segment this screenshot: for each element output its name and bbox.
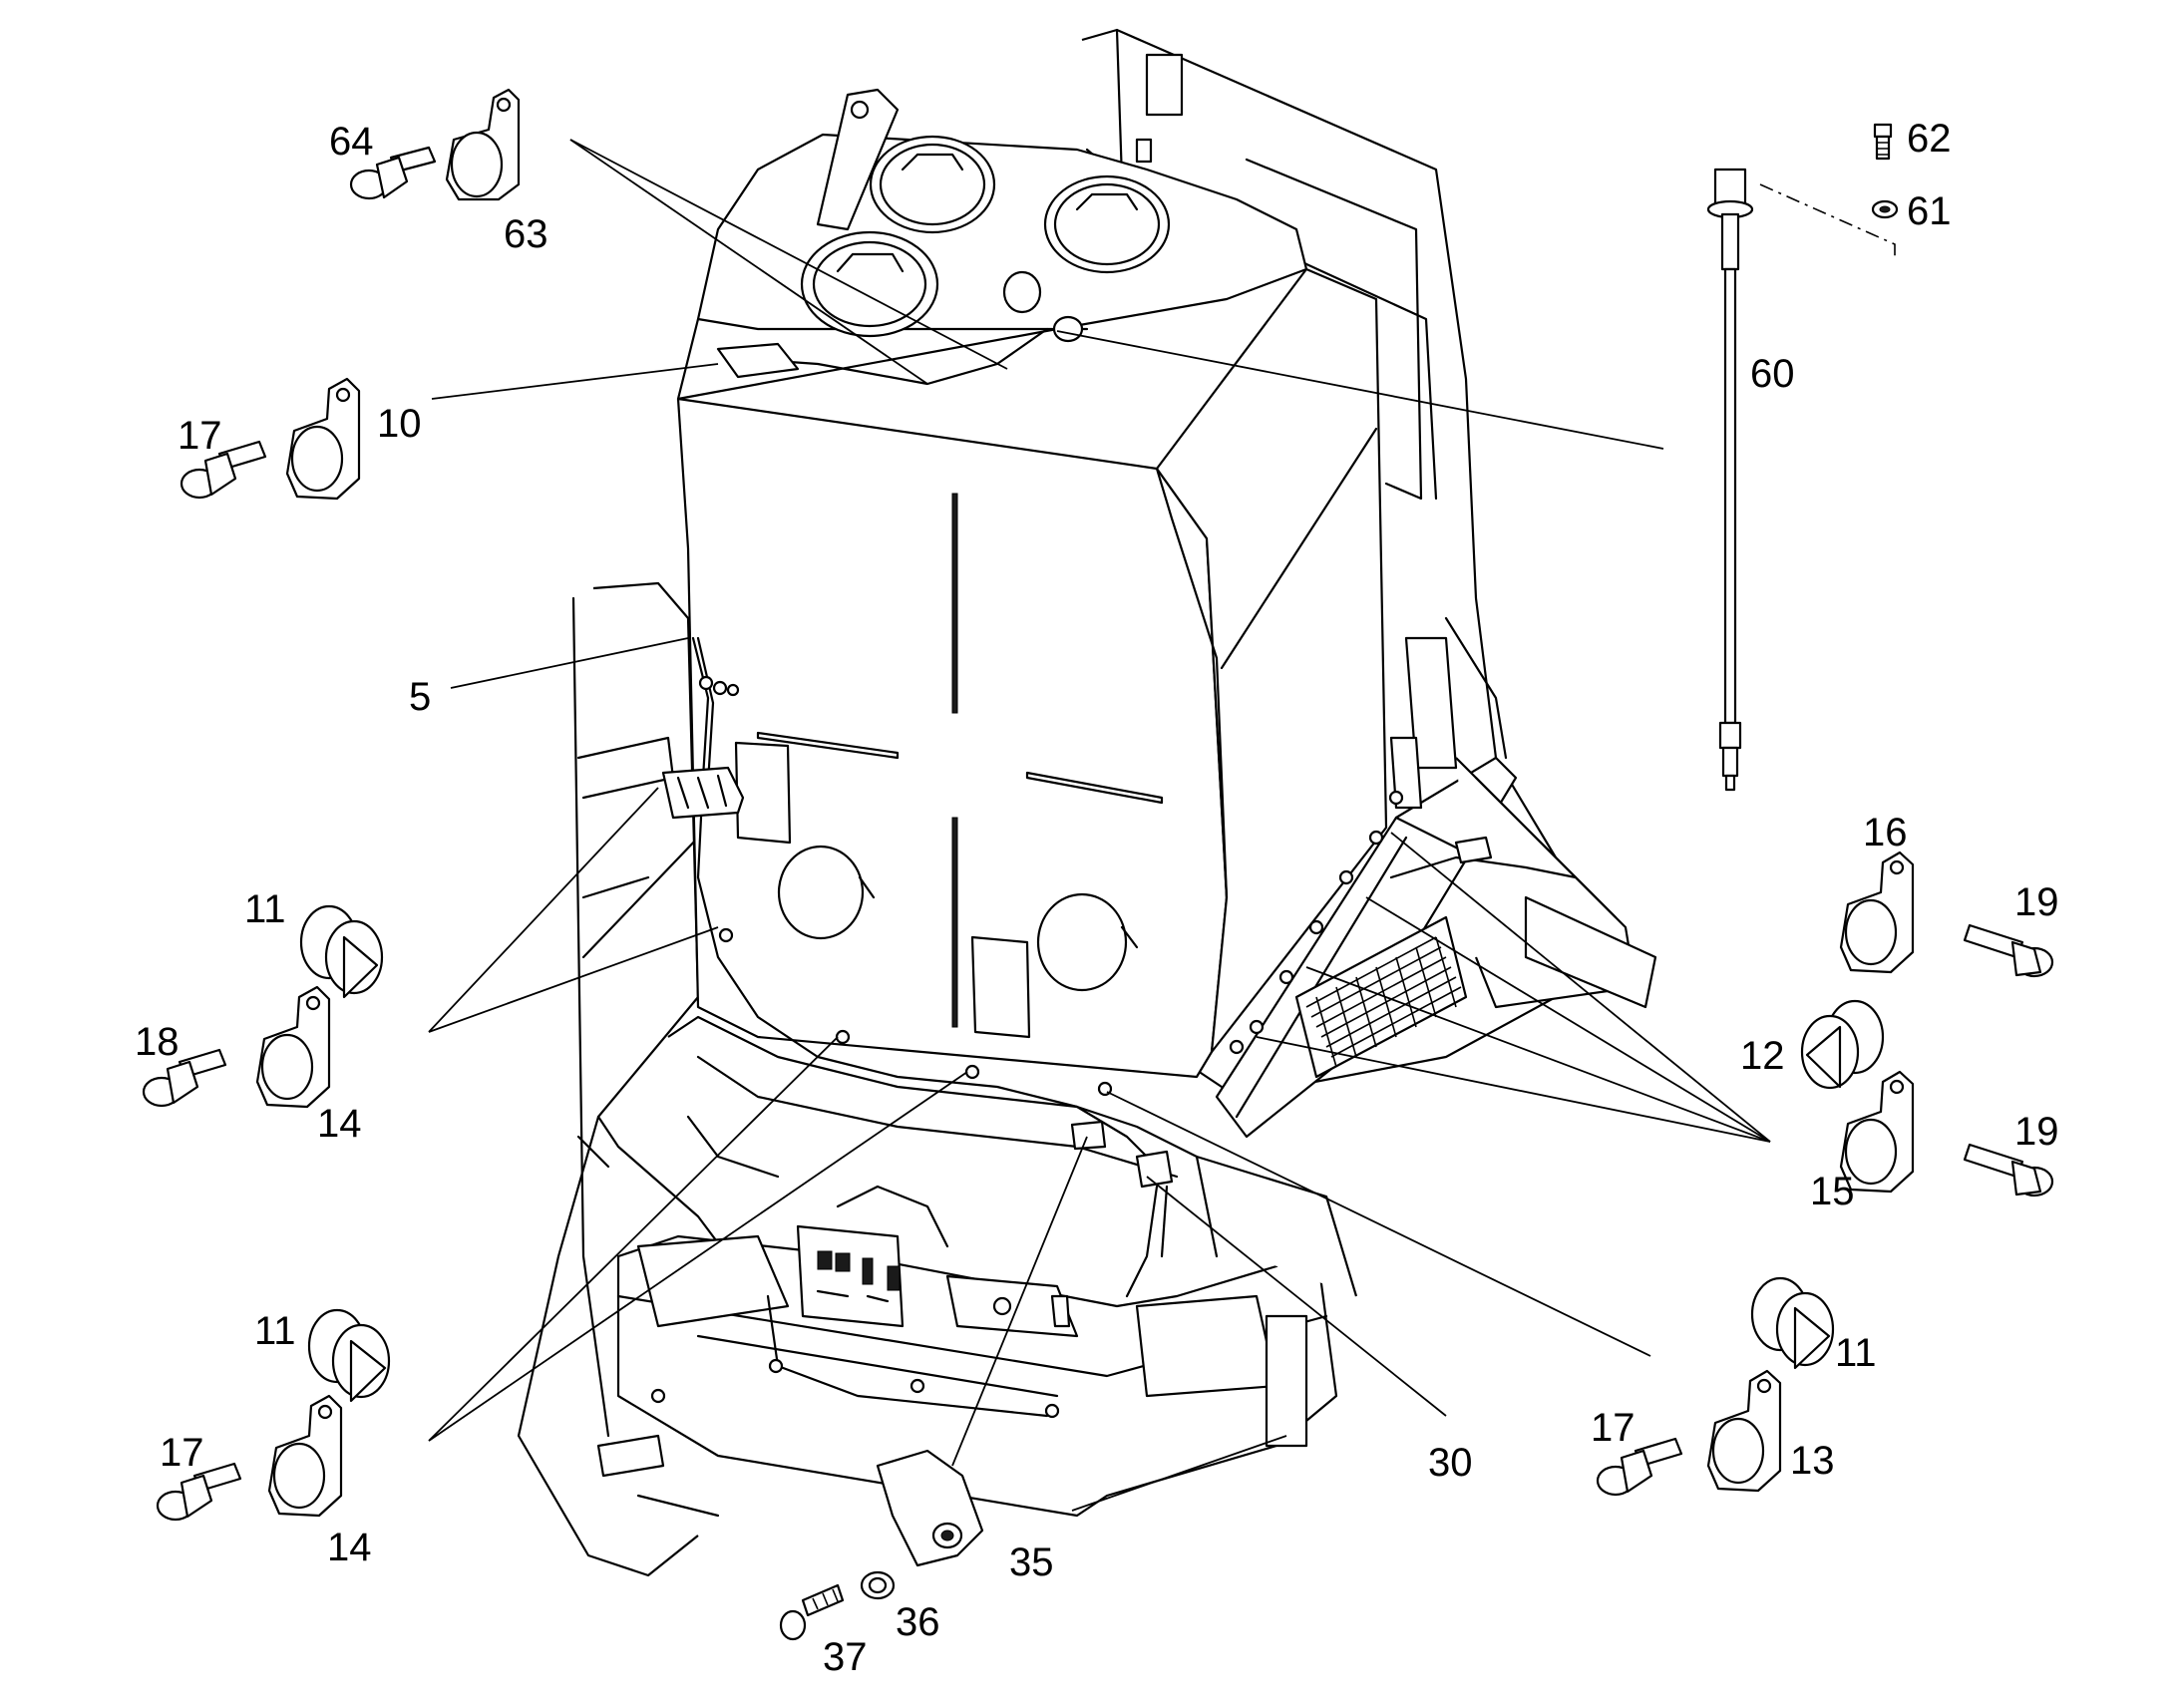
clamp-14-upper <box>255 985 331 1109</box>
callout-17-right: 17 <box>1591 1406 1635 1450</box>
callout-13: 13 <box>1790 1439 1835 1483</box>
bolt-17-right <box>1596 1437 1683 1497</box>
screw-62 <box>1873 123 1893 161</box>
callout-10: 10 <box>377 402 422 446</box>
callout-19-lower: 19 <box>2014 1110 2059 1154</box>
callout-19-upper: 19 <box>2014 880 2059 924</box>
clamp-63 <box>445 88 521 201</box>
bolt-19-upper <box>1963 923 2054 978</box>
callout-35: 35 <box>1009 1540 1054 1584</box>
level-sensor-60 <box>1706 168 1896 792</box>
cooler-grille <box>1305 936 1462 1068</box>
bolt-17-lower <box>156 1462 242 1522</box>
bolt-37 <box>779 1583 845 1641</box>
clamp-14-lower <box>267 1394 343 1518</box>
bolt-18 <box>142 1048 227 1108</box>
callout-17-top: 17 <box>178 414 222 458</box>
fuel-tank <box>676 88 1388 1079</box>
callout-63: 63 <box>504 212 548 256</box>
clip-12 <box>1800 999 1885 1090</box>
callout-62: 62 <box>1907 117 1952 161</box>
callout-5: 5 <box>409 675 431 719</box>
clamp-13 <box>1706 1369 1782 1493</box>
callout-18: 18 <box>135 1020 180 1064</box>
callout-61: 61 <box>1907 189 1952 233</box>
callout-labels: 64 63 62 61 60 10 17 5 11 18 14 16 19 12… <box>135 117 2059 1679</box>
callout-30: 30 <box>1428 1441 1473 1485</box>
washer-36 <box>860 1570 896 1600</box>
callout-60: 60 <box>1750 352 1795 396</box>
wiring-harness <box>650 636 1578 1419</box>
callout-17-lower-left: 17 <box>160 1431 204 1475</box>
clip-11-left-lower <box>307 1308 391 1403</box>
bolt-64 <box>349 146 437 200</box>
callout-36: 36 <box>896 1600 940 1644</box>
washer-61 <box>1871 199 1899 219</box>
callout-14-lower: 14 <box>327 1526 372 1569</box>
callout-12: 12 <box>1740 1034 1785 1078</box>
clip-11-left-upper <box>299 904 384 999</box>
clip-11-right <box>1750 1276 1835 1370</box>
bolt-19-lower <box>1963 1143 2054 1197</box>
clamp-16 <box>1839 851 1915 974</box>
callout-14-upper: 14 <box>317 1102 362 1146</box>
callout-37: 37 <box>823 1635 868 1679</box>
callout-11-right: 11 <box>1835 1331 1877 1375</box>
callout-15: 15 <box>1810 1170 1855 1213</box>
callout-11-lower-left: 11 <box>254 1309 296 1353</box>
callout-64: 64 <box>329 120 374 164</box>
callout-11-upper-left: 11 <box>244 887 286 931</box>
bracket-35 <box>876 1449 984 1567</box>
callout-16: 16 <box>1863 811 1908 854</box>
leader-lines <box>428 139 1771 1512</box>
clamp-10 <box>285 377 361 501</box>
clamp-15 <box>1839 1070 1915 1194</box>
bolt-17-top <box>180 440 267 500</box>
filler-caps <box>800 135 1171 343</box>
